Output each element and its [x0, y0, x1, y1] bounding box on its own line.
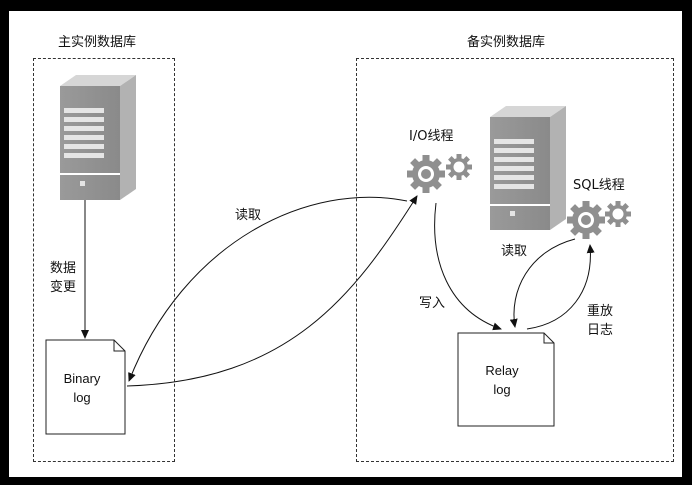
- write-label: 写入: [419, 296, 446, 311]
- write-relay-log-arrow: [434, 202, 502, 331]
- diagram-canvas: 主实例数据库 备实例数据库 数据 变更 Binary log 读取 I/O线程 …: [9, 11, 682, 477]
- sql-read-label: 读取: [501, 244, 528, 259]
- binary-log-document-icon: [45, 339, 126, 435]
- replay-log-line2: 日志: [587, 323, 614, 338]
- primary-server-icon: [60, 75, 136, 200]
- data-change-label: 数据 变更: [50, 259, 76, 297]
- standby-instance-title: 备实例数据库: [467, 35, 546, 50]
- relay-log-label: Relay log: [458, 361, 546, 399]
- cross-read-label: 读取: [235, 208, 262, 223]
- sql-thread-gear-icon: [567, 201, 631, 239]
- replay-log-label: 重放 日志: [587, 302, 613, 340]
- io-thread-gear-icon: [407, 154, 472, 193]
- diagram-graphics: [45, 75, 631, 435]
- sql-thread-label: SQL线程: [573, 178, 625, 193]
- data-change-line1: 数据: [50, 261, 77, 276]
- read-binary-log-arrow: [126, 195, 418, 387]
- binary-log-line2: log: [73, 390, 91, 405]
- io-thread-label: I/O线程: [409, 129, 454, 144]
- primary-instance-title: 主实例数据库: [58, 35, 137, 50]
- standby-instance-box: [356, 58, 674, 462]
- replay-log-arrow: [526, 244, 595, 330]
- binary-log-line1: Binary: [63, 371, 101, 386]
- standby-server-icon: [490, 106, 566, 230]
- data-change-line2: 变更: [50, 280, 77, 295]
- sql-read-relay-arrow: [509, 238, 576, 328]
- read-request-arrow: [128, 196, 408, 382]
- binary-log-label: Binary log: [46, 369, 118, 407]
- relay-log-line1: Relay: [485, 363, 519, 378]
- relay-log-document-icon: [457, 332, 555, 427]
- replay-log-line1: 重放: [587, 304, 614, 319]
- primary-instance-box: [33, 58, 175, 462]
- relay-log-line2: log: [493, 382, 511, 397]
